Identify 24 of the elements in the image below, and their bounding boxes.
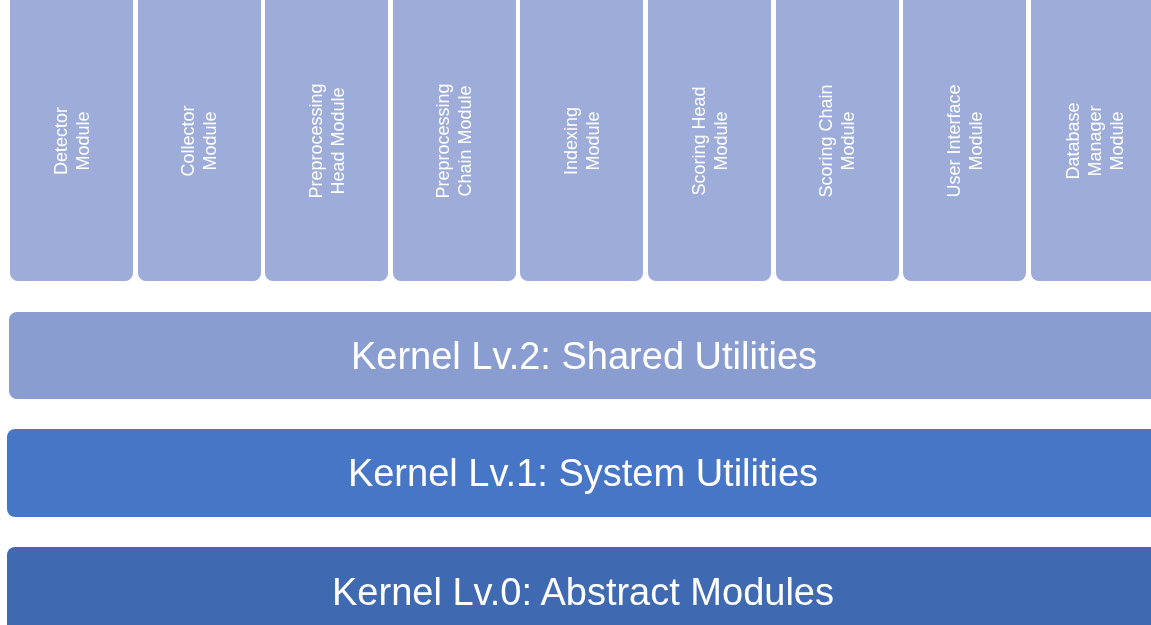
- layer-label: Kernel Lv.2: Shared Utilities: [350, 334, 818, 376]
- module-label: Scoring Chain Module: [815, 82, 860, 200]
- module-label: Indexing Module: [559, 105, 604, 177]
- module-label: Detector Module: [49, 105, 94, 177]
- module-label: Preprocessing Head Module: [304, 81, 349, 201]
- module-box: [10, 0, 133, 281]
- module-label: Database Manager Module: [1062, 100, 1129, 182]
- module-label: Preprocessing Chain Module: [432, 81, 477, 201]
- module-box: [1030, 0, 1151, 281]
- module-box: [648, 0, 771, 281]
- module-label: User Interface Module: [942, 83, 987, 200]
- kernel-layer-bar: [9, 312, 1151, 399]
- kernel-layer-bar: [7, 547, 1151, 625]
- module-box: [520, 0, 644, 281]
- module-box: [903, 0, 1027, 281]
- module-box: [392, 0, 516, 281]
- module-box: [137, 0, 261, 281]
- kernel-layer-bar: [7, 429, 1151, 517]
- layer-label: Kernel Lv.0: Abstract Modules: [332, 570, 834, 613]
- module-label: Collector Module: [177, 104, 222, 178]
- module-box: [265, 0, 389, 281]
- layer-label: Kernel Lv.1: System Utilities: [347, 451, 819, 494]
- module-label: Scoring Head Module: [687, 84, 732, 198]
- module-box: [775, 0, 899, 281]
